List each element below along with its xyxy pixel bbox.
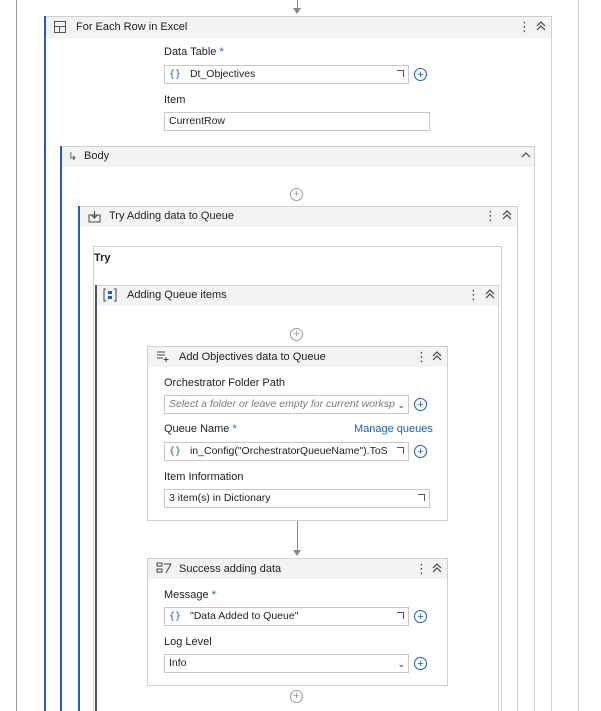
log-icon <box>156 562 172 578</box>
sequence-icon <box>103 288 117 305</box>
for-each-icon-cell <box>59 27 60 32</box>
log-level-select[interactable]: Info ⌄ <box>164 654 409 673</box>
message-label: Message * <box>164 589 216 601</box>
data-table-label-text: Data Table <box>164 46 217 58</box>
connector-arrow-icon <box>293 550 301 556</box>
sequence-add-activity-icon[interactable]: + <box>290 328 303 341</box>
for-each-header[interactable] <box>46 17 551 38</box>
add-queue-collapse-icon[interactable] <box>432 350 442 365</box>
bottom-add-activity-icon[interactable]: + <box>290 690 303 703</box>
queue-name-label-text: Queue Name <box>164 423 230 435</box>
message-field[interactable]: {} "Data Added to Queue" <box>164 607 409 626</box>
sequence-selection-bar <box>95 285 97 711</box>
sequence-title: Adding Queue items <box>127 289 227 301</box>
add-queue-icon <box>156 350 170 365</box>
folder-path-dropdown-icon[interactable]: ⌄ <box>397 397 405 413</box>
queue-name-expand-icon[interactable] <box>397 447 404 454</box>
for-each-title: For Each Row in Excel <box>76 21 188 33</box>
log-level-label: Log Level <box>164 636 212 648</box>
sequence-more-icon[interactable]: ⋮ <box>467 287 480 302</box>
queue-name-plus-icon[interactable]: + <box>414 445 427 458</box>
body-title: Body <box>84 150 110 162</box>
try-catch-icon <box>88 210 101 226</box>
data-table-expand-icon[interactable] <box>397 70 404 77</box>
log-header[interactable] <box>148 559 447 579</box>
message-expand-icon[interactable] <box>397 612 404 619</box>
queue-name-field[interactable]: {} in_Config("OrchestratorQueueName").To… <box>164 442 409 461</box>
item-information-expand-icon[interactable] <box>418 494 425 501</box>
data-table-plus-icon[interactable]: + <box>414 68 427 81</box>
body-arrow-icon: ↳ <box>68 151 78 163</box>
log-level-dropdown-icon[interactable]: ⌄ <box>397 659 405 669</box>
log-level-plus-icon[interactable]: + <box>414 657 427 670</box>
sequence-header[interactable] <box>97 286 498 306</box>
message-brace-icon: {} <box>169 611 182 622</box>
folder-path-select[interactable]: Select a folder or leave empty for curre… <box>164 395 409 414</box>
queue-name-label: Queue Name * <box>164 423 237 435</box>
log-level-value: Info <box>169 657 187 669</box>
log-title: Success adding data <box>179 563 282 575</box>
folder-path-placeholder: Select a folder or leave empty for curre… <box>169 398 395 410</box>
try-section-container <box>93 246 502 711</box>
try-catch-selection-bar <box>78 206 80 711</box>
try-catch-collapse-icon[interactable] <box>502 209 512 224</box>
log-collapse-icon[interactable] <box>432 562 442 577</box>
queue-name-value: in_Config("OrchestratorQueueName").ToS <box>189 445 388 457</box>
outer-frame-right <box>578 0 579 711</box>
folder-path-plus-icon[interactable]: + <box>414 398 427 411</box>
folder-path-label: Orchestrator Folder Path <box>164 377 286 389</box>
sequence-collapse-icon[interactable] <box>485 288 495 303</box>
item-field[interactable]: CurrentRow <box>164 112 430 131</box>
item-information-label: Item Information <box>164 471 244 483</box>
try-catch-more-icon[interactable]: ⋮ <box>484 208 497 223</box>
queue-name-required-mark: * <box>232 423 237 435</box>
add-queue-container <box>147 346 448 521</box>
top-connector <box>297 0 298 10</box>
message-required-mark: * <box>211 589 216 601</box>
add-queue-more-icon[interactable]: ⋮ <box>415 349 428 364</box>
body-selection-bar <box>60 146 62 711</box>
try-catch-title: Try Adding data to Queue <box>109 210 234 222</box>
for-each-icon <box>54 21 66 33</box>
data-table-label: Data Table * <box>164 46 224 58</box>
connector-line <box>297 521 298 551</box>
for-each-more-icon[interactable]: ⋮ <box>518 19 531 34</box>
body-header[interactable] <box>62 147 534 167</box>
add-queue-title: Add Objectives data to Queue <box>179 351 326 363</box>
manage-queues-link[interactable]: Manage queues <box>354 423 433 435</box>
queue-name-brace-icon: {} <box>169 446 182 457</box>
for-each-icon-line <box>55 26 65 27</box>
item-information-value: 3 item(s) in Dictionary <box>169 492 271 504</box>
data-table-brace-icon: {} <box>169 69 182 80</box>
top-arrow-icon <box>293 8 301 14</box>
body-chevron-up-icon[interactable] <box>521 151 531 162</box>
try-catch-header[interactable] <box>80 207 517 227</box>
message-label-text: Message <box>164 589 209 601</box>
log-container <box>147 558 448 686</box>
body-add-activity-icon[interactable]: + <box>290 188 303 201</box>
item-label: Item <box>164 94 186 106</box>
data-table-field[interactable]: {} Dt_Objectives <box>164 65 409 84</box>
data-table-value: Dt_Objectives <box>189 68 256 80</box>
message-plus-icon[interactable]: + <box>414 610 427 623</box>
data-table-required-mark: * <box>219 46 224 58</box>
add-queue-header[interactable] <box>148 347 447 367</box>
item-information-field[interactable]: 3 item(s) in Dictionary <box>164 489 430 508</box>
outer-frame-left <box>16 0 17 711</box>
message-value: "Data Added to Queue" <box>189 610 299 622</box>
item-value: CurrentRow <box>169 115 226 127</box>
try-section-label: Try <box>94 252 111 264</box>
log-more-icon[interactable]: ⋮ <box>415 561 428 576</box>
for-each-collapse-icon[interactable] <box>536 20 546 35</box>
for-each-selection-bar <box>44 16 46 711</box>
